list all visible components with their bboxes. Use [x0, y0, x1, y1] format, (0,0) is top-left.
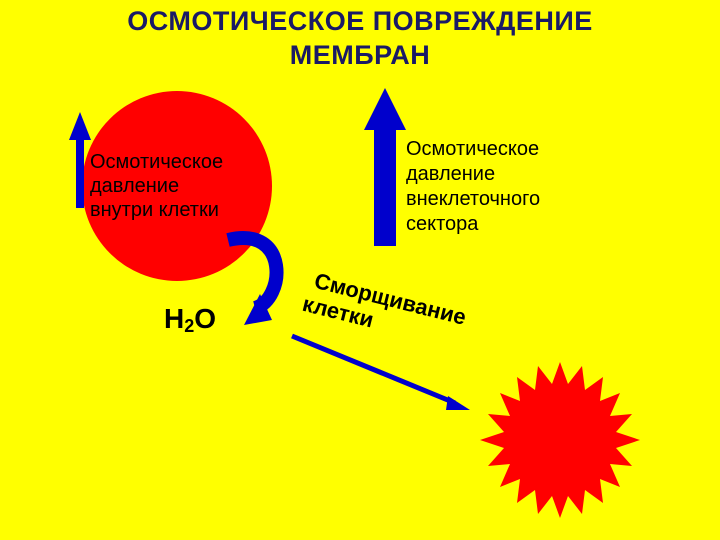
- inner-label-line-1: Осмотическое: [90, 151, 224, 173]
- extracellular-pressure-label: Осмотическое давление внеклеточного сект…: [406, 137, 616, 237]
- water-outflow-arrow: [226, 231, 284, 325]
- water-subscript: 2: [184, 316, 195, 336]
- extracellular-pressure-arrow: [364, 88, 406, 246]
- water-symbol: H: [164, 303, 185, 334]
- internal-pressure-arrow: [69, 112, 91, 208]
- outer-label-line-3: внеклеточного: [406, 188, 541, 210]
- inner-label-line-2: давление: [90, 175, 180, 197]
- water-suffix: O: [194, 303, 217, 334]
- inner-label-line-3: внутри клетки: [90, 199, 219, 221]
- title-line-1: ОСМОТИЧЕСКОЕ ПОВРЕЖДЕНИЕ: [127, 6, 593, 36]
- shrinking-arrow: [291, 333, 470, 410]
- page-title: ОСМОТИЧЕСКОЕ ПОВРЕЖДЕНИЕ МЕМБРАН: [0, 4, 720, 72]
- title-line-2: МЕМБРАН: [289, 40, 431, 70]
- water-label: H2O: [164, 303, 216, 337]
- internal-pressure-label: Осмотическое давление внутри клетки: [90, 150, 280, 222]
- outer-label-line-1: Осмотическое: [406, 138, 540, 160]
- shrunken-cell: [480, 362, 640, 518]
- normal-cell: [82, 91, 272, 281]
- outer-label-line-2: давление: [406, 163, 496, 185]
- outer-label-line-4: сектора: [406, 213, 479, 235]
